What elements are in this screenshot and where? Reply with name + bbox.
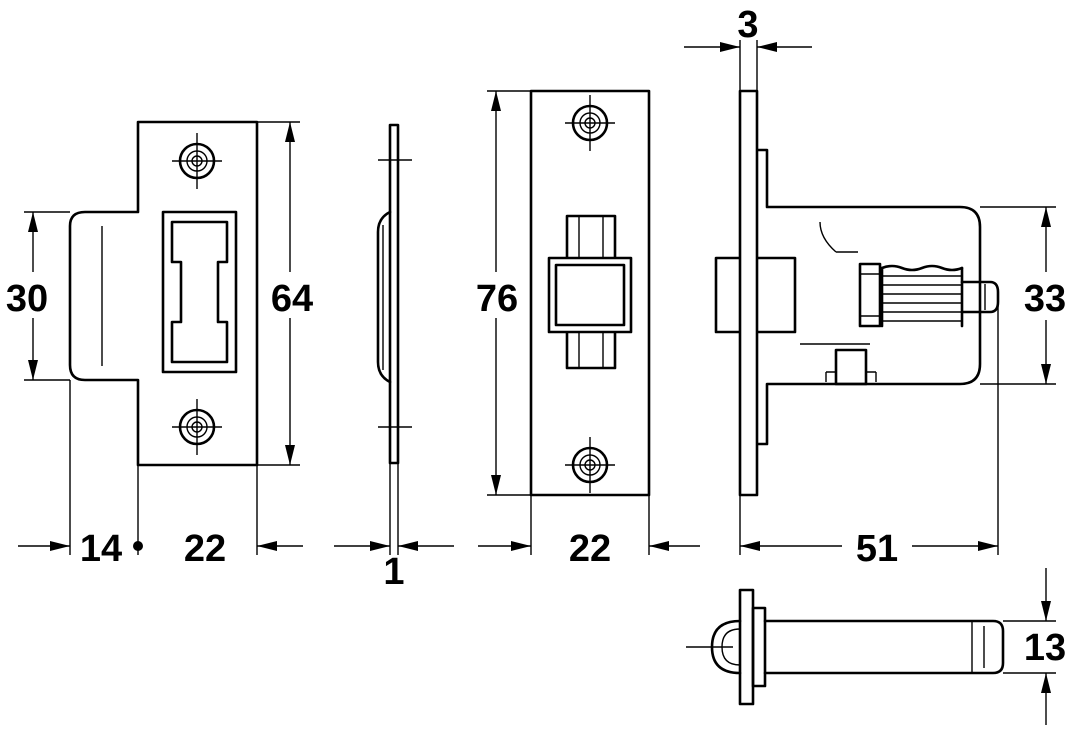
dim-forend-thickness: 3 <box>737 4 758 46</box>
dim-bolt-diameter: 13 <box>1024 627 1066 669</box>
screw-hole-icon <box>565 437 615 493</box>
dim-body-height: 33 <box>1024 278 1066 320</box>
reference-dot <box>133 541 143 551</box>
screw-hole-icon <box>172 399 222 455</box>
body-dimension-lines <box>684 40 1056 555</box>
dim-strike-lip: 14 <box>80 528 122 570</box>
dim-strike-thickness: 1 <box>383 551 404 593</box>
screw-hole-icon <box>565 95 615 151</box>
strike-plate-front <box>68 120 259 467</box>
strike-plate-side <box>334 123 454 555</box>
dim-strike-height: 30 <box>6 278 48 320</box>
latch-bolt-top <box>686 568 1056 725</box>
forend-dimension-lines <box>478 90 700 555</box>
latch-body-side <box>714 89 1000 497</box>
forend-plate-front <box>529 89 651 497</box>
screw-hole-icon <box>172 133 222 189</box>
strike-dimension-lines <box>18 121 303 555</box>
dim-body-depth: 51 <box>856 528 898 570</box>
dim-strike-width: 22 <box>184 528 226 570</box>
dim-forend-length: 76 <box>476 278 518 320</box>
dim-forend-width: 22 <box>569 528 611 570</box>
dim-strike-length: 64 <box>271 278 313 320</box>
